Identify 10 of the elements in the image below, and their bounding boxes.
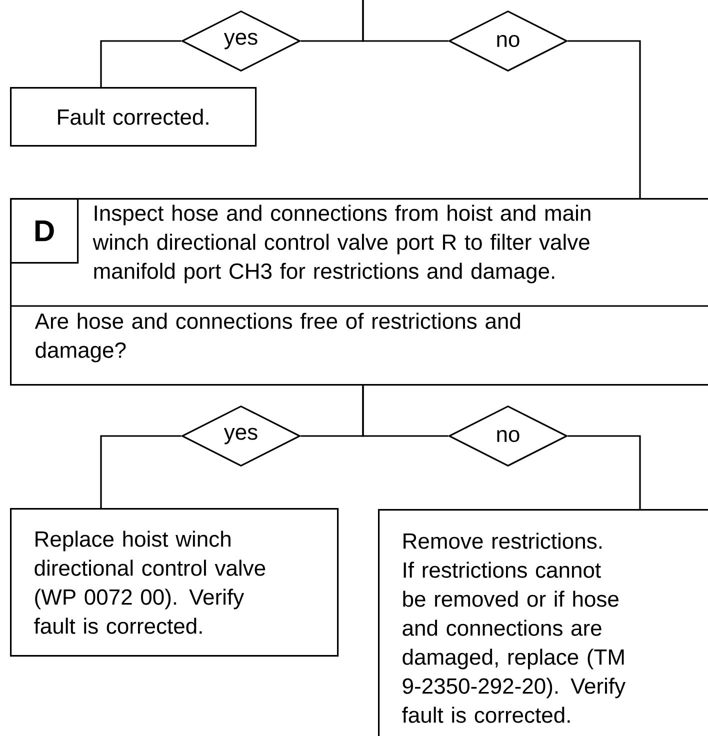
process-box: Fault corrected. <box>10 87 257 147</box>
step-letter-box: D <box>10 198 79 264</box>
connector-line <box>362 386 448 437</box>
connector-line <box>568 435 641 509</box>
process-box: Remove restrictions. If restrictions cannot be removed or if hose and connections are damaged, replace (TM 9-2350-292-20). Verify fault is corrected. <box>378 509 708 736</box>
connector-line <box>100 435 182 508</box>
connector-line <box>362 0 448 42</box>
connector-line <box>100 40 182 87</box>
process-box: Replace hoist winch directional control valve (WP 0072 00). Verify fault is corrected. <box>10 508 339 657</box>
connector-line <box>568 40 641 198</box>
